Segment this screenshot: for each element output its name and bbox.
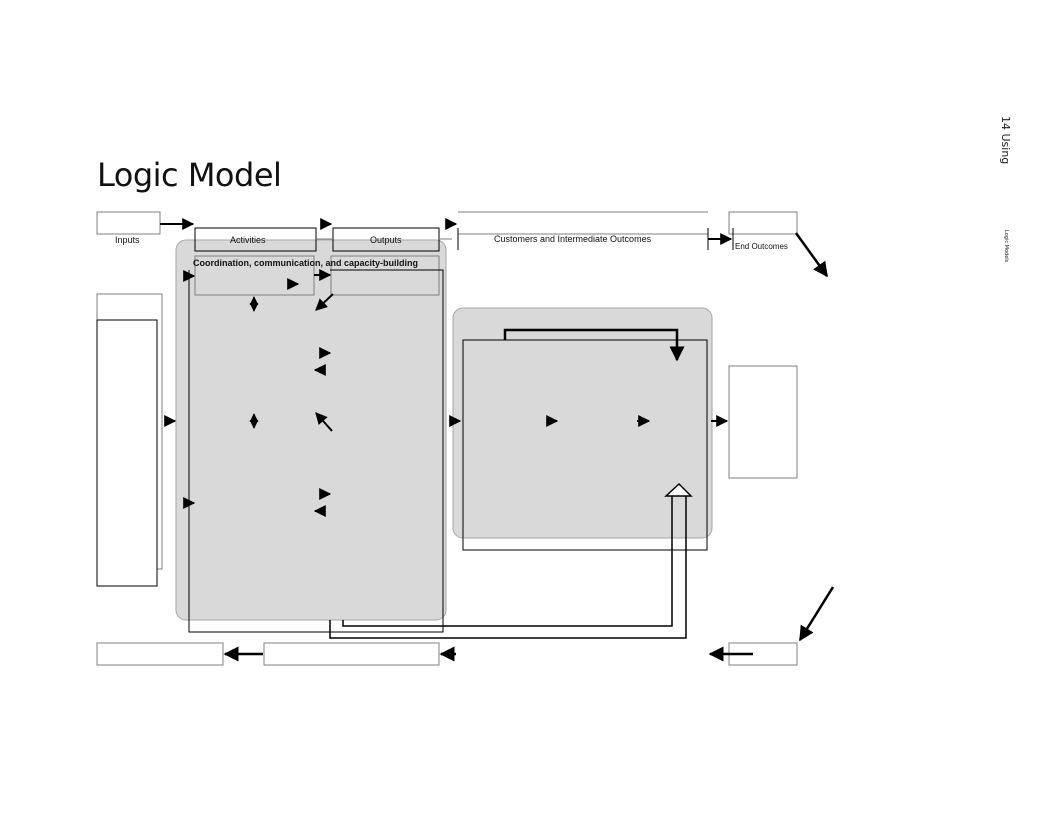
customers-feedback-loop [503, 328, 685, 362]
bottom-middle-box [263, 642, 440, 666]
feedback-open-arrowhead [664, 482, 693, 497]
band-label: Coordination, communication, and capacit… [193, 258, 419, 268]
inputs-box [96, 319, 158, 587]
feedback-line-outer [329, 496, 687, 639]
activities-outputs-panel [175, 239, 447, 621]
end-outcomes-box [728, 365, 798, 479]
customers-inner-box [462, 339, 708, 551]
outputs-diagonal-arrow-1 [315, 293, 334, 311]
inputs-header-box [96, 211, 161, 235]
outputs-diagonal-arrow-2 [315, 412, 333, 432]
inputs-label: Inputs [115, 235, 140, 245]
outputs-label: Outputs [370, 235, 402, 245]
customers-label: Customers and Intermediate Outcomes [494, 234, 652, 244]
customers-panel [452, 307, 713, 539]
end-outcomes-label: End Outcomes [735, 242, 788, 251]
bottom-left-box [96, 642, 224, 666]
activities-label: Activities [230, 235, 266, 245]
feedback-line-inner [342, 496, 673, 627]
page-title: Logic Model [97, 156, 282, 194]
end-outcomes-header-box [728, 211, 798, 235]
bottom-diagonal-arrow [798, 586, 835, 642]
activities-bracket [188, 269, 444, 633]
end-outcomes-diagonal-arrow [794, 232, 829, 278]
